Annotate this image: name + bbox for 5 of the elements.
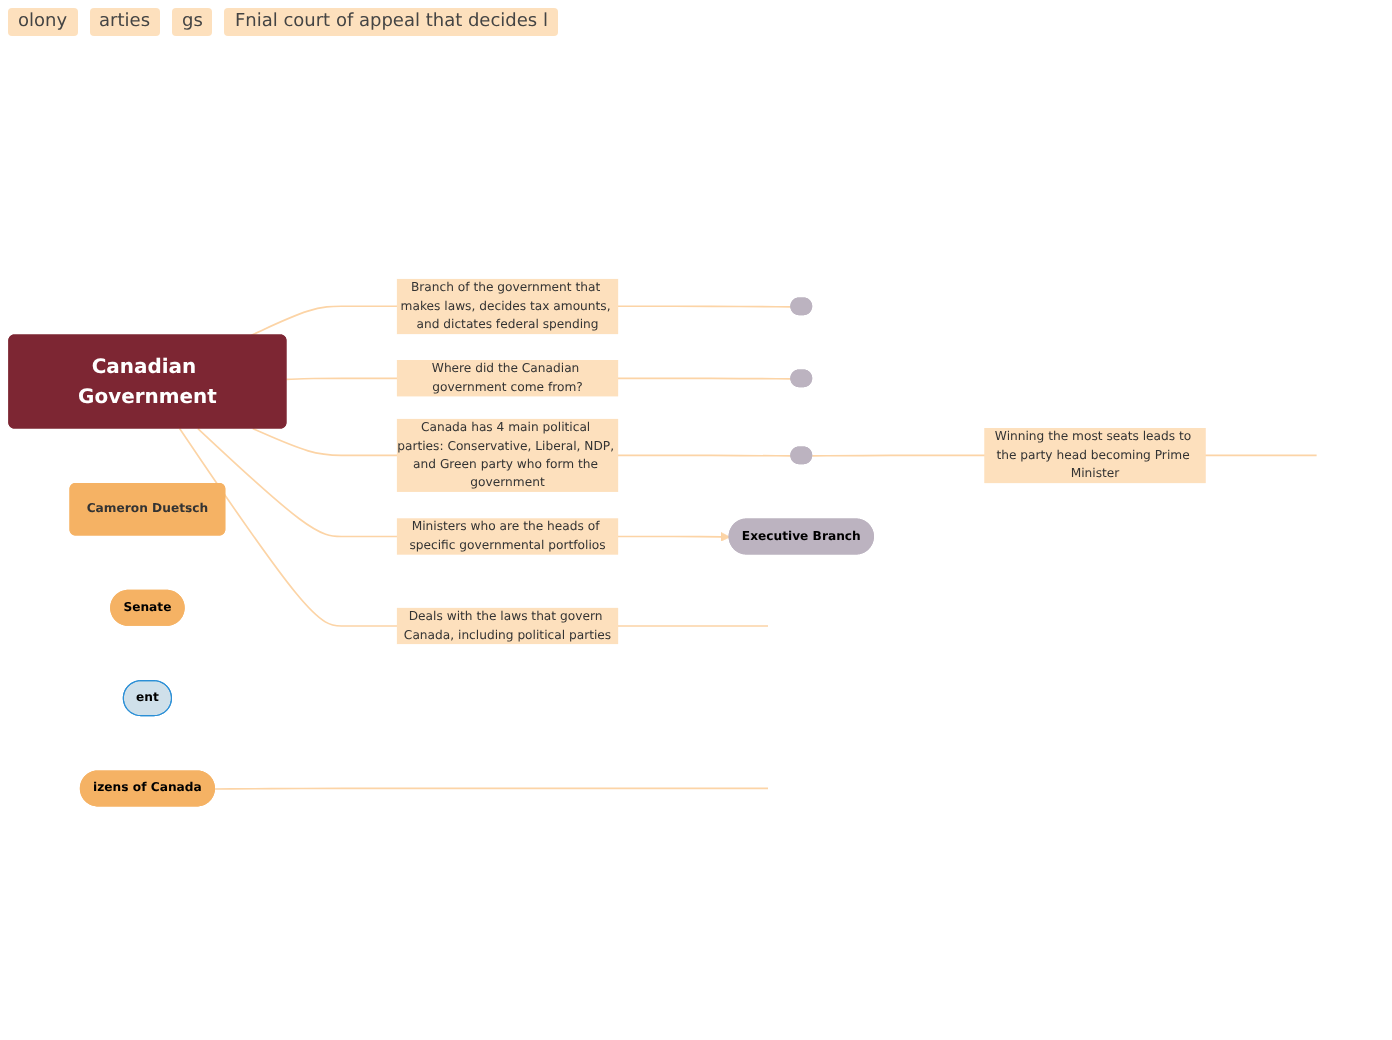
connector	[214, 787, 769, 790]
note-label: arties	[89, 8, 161, 36]
note-label: olony	[8, 8, 78, 36]
note-label: gs	[172, 8, 213, 36]
note-label: Fnial court of appeal that decides l	[224, 8, 558, 36]
